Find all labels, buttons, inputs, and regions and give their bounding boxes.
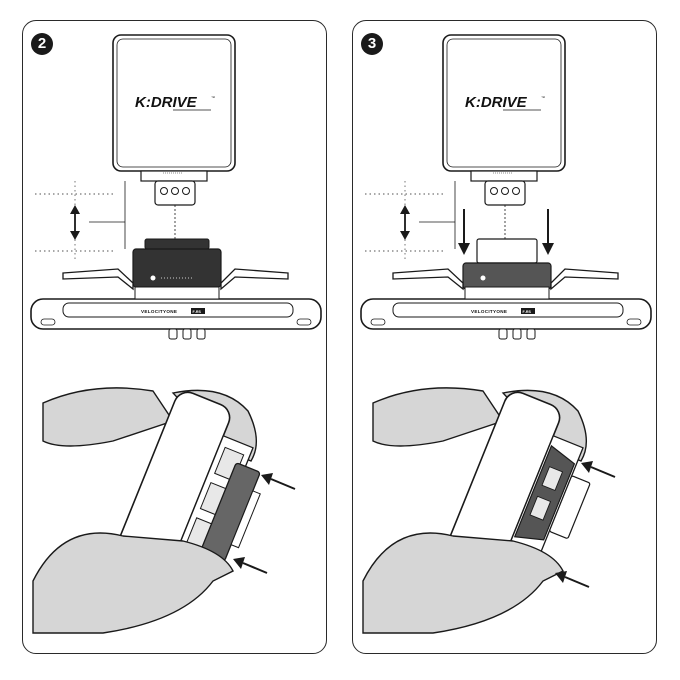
- base-adapter: [133, 239, 221, 287]
- step-3-illustration: K:DRIVE ™: [353, 21, 657, 654]
- step-2-panel: 2 K:DRIVE ™: [22, 20, 327, 654]
- push-arrow-icon: [542, 209, 554, 255]
- height-guide: [365, 181, 455, 261]
- hands-holding-device: [363, 388, 612, 633]
- velocityone-base: VELOCITYONE F-RS: [361, 287, 651, 339]
- hands-holding-device: [33, 388, 286, 633]
- velocityone-base: VELOCITYONE F-RS: [31, 287, 321, 339]
- base-badge-label: F-RS: [523, 310, 532, 314]
- double-arrow-icon: [70, 205, 80, 240]
- pointer-arrow-icon: [581, 461, 615, 477]
- base-badge-label: F-RS: [193, 310, 202, 314]
- double-arrow-icon: [400, 205, 410, 240]
- trademark-mark: ™: [541, 95, 545, 100]
- pointer-arrow-icon: [233, 557, 267, 573]
- pointer-arrow-icon: [555, 571, 589, 587]
- push-arrow-icon: [458, 209, 470, 255]
- base-model-label: VELOCITYONE: [471, 309, 507, 314]
- base-model-label: VELOCITYONE: [141, 309, 177, 314]
- kdrive-device: K:DRIVE ™: [113, 35, 235, 205]
- pointer-arrow-icon: [261, 473, 295, 489]
- trademark-mark: ™: [211, 95, 215, 100]
- height-guide: [35, 181, 125, 261]
- step-3-panel: 3 K:DRIVE ™: [352, 20, 657, 654]
- base-adapter: [463, 239, 551, 289]
- kdrive-logo: K:DRIVE: [465, 94, 528, 111]
- kdrive-device: K:DRIVE ™: [443, 35, 565, 205]
- kdrive-logo: K:DRIVE: [135, 94, 198, 111]
- step-2-illustration: K:DRIVE ™: [23, 21, 327, 654]
